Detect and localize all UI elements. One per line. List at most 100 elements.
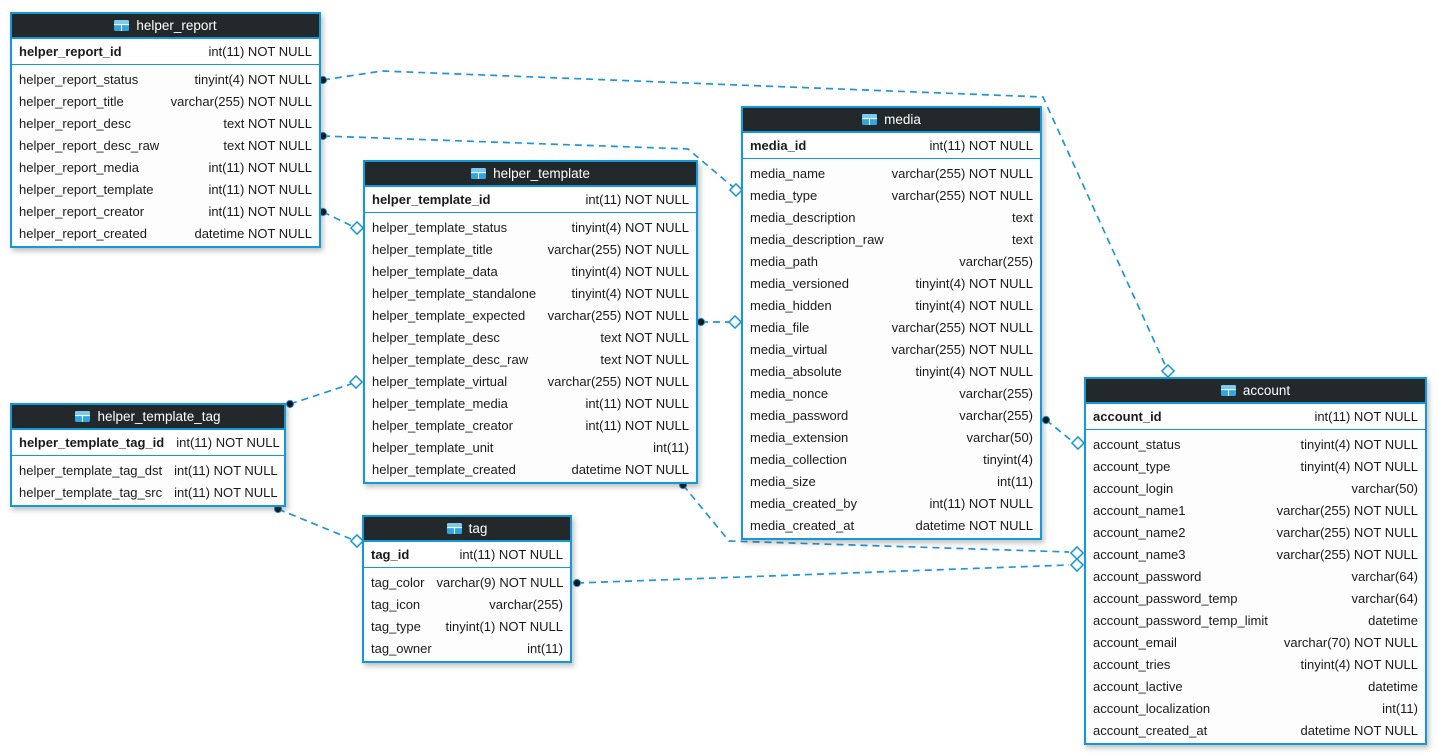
primary-key-row: media_id int(11) NOT NULL: [743, 133, 1040, 159]
column-type: varchar(255) NOT NULL: [170, 93, 312, 109]
column-row: helper_template_creator int(11) NOT NULL: [365, 414, 696, 436]
column-name: helper_template_desc: [372, 329, 500, 345]
table-header[interactable]: account: [1086, 379, 1425, 404]
column-type: varchar(255) NOT NULL: [891, 319, 1033, 335]
column-row: helper_report_created datetime NOT NULL: [12, 222, 319, 244]
table-header[interactable]: helper_template: [365, 162, 696, 187]
column-name: account_password_temp_limit: [1093, 612, 1268, 628]
column-row: helper_template_tag_dst int(11) NOT NULL: [12, 459, 284, 481]
column-type: int(11) NOT NULL: [174, 462, 278, 478]
column-name: helper_report_created: [19, 225, 147, 241]
relationship-diamond-endpoint: [1070, 435, 1086, 451]
relationship-diamond-endpoint: [1160, 363, 1176, 379]
column-type: varchar(64): [1351, 568, 1418, 584]
relationship-diamond-endpoint: [1069, 557, 1085, 573]
table-helper_report[interactable]: helper_report helper_report_id int(11) NOT…: [10, 12, 321, 248]
table-title: helper_report: [136, 18, 217, 33]
column-type: varchar(255): [959, 407, 1033, 423]
relationship-line-helper_template_tag-tag: [277, 508, 352, 540]
column-type: varchar(255) NOT NULL: [1276, 524, 1418, 540]
relationship-line-helper_template_tag-helper_template: [289, 383, 352, 405]
column-name: media_id: [750, 138, 807, 153]
column-name: tag_id: [371, 547, 410, 562]
column-type: tinyint(4) NOT NULL: [915, 275, 1033, 291]
table-title: helper_template: [493, 166, 590, 181]
table-header[interactable]: helper_report: [12, 14, 319, 39]
relationship-diamond-endpoint: [727, 314, 743, 330]
column-name: helper_template_creator: [372, 417, 513, 433]
column-type: varchar(255) NOT NULL: [547, 373, 689, 389]
column-name: media_created_by: [750, 495, 857, 511]
table-header[interactable]: helper_template_tag: [12, 405, 284, 430]
column-type: datetime NOT NULL: [571, 461, 689, 477]
column-name: account_login: [1093, 480, 1174, 496]
column-type: int(11) NOT NULL: [929, 138, 1033, 153]
column-name: helper_template_desc_raw: [372, 351, 529, 367]
relationship-dot-endpoint: [1041, 415, 1051, 425]
column-type: int(11) NOT NULL: [208, 203, 312, 219]
column-type: datetime NOT NULL: [194, 225, 312, 241]
column-type: int(11) NOT NULL: [585, 417, 689, 433]
column-row: helper_template_virtual varchar(255) NOT …: [365, 370, 696, 392]
column-name: media_name: [750, 165, 826, 181]
column-name: helper_report_desc: [19, 115, 132, 131]
column-name: helper_template_virtual: [372, 373, 508, 389]
column-name: account_password_temp: [1093, 590, 1238, 606]
column-name: helper_template_data: [372, 263, 498, 279]
column-type: int(11): [653, 439, 689, 455]
column-name: helper_template_title: [372, 241, 493, 257]
column-type: int(11) NOT NULL: [208, 44, 312, 59]
column-type: tinyint(4) NOT NULL: [571, 219, 689, 235]
column-name: helper_report_id: [19, 44, 122, 59]
table-header[interactable]: media: [743, 108, 1040, 133]
column-name: account_status: [1093, 436, 1181, 452]
column-type: varchar(255): [959, 253, 1033, 269]
table-icon: [1220, 385, 1236, 396]
column-type: varchar(255): [489, 596, 563, 612]
relationship-line-tag-account: [576, 564, 1070, 584]
column-name: helper_template_standalone: [372, 285, 537, 301]
table-title: tag: [468, 521, 488, 536]
table-header[interactable]: tag: [364, 517, 570, 542]
table-icon: [114, 20, 130, 31]
column-type: tinyint(4) NOT NULL: [1300, 436, 1418, 452]
column-name: media_path: [750, 253, 818, 269]
column-name: media_hidden: [750, 297, 832, 313]
column-name: helper_template_tag_dst: [19, 462, 163, 478]
column-name: account_created_at: [1093, 722, 1208, 738]
column-name: account_email: [1093, 634, 1177, 650]
column-name: tag_color: [371, 574, 425, 590]
table-icon: [862, 114, 878, 125]
table-title: account: [1242, 383, 1291, 398]
table-icon: [471, 168, 487, 179]
